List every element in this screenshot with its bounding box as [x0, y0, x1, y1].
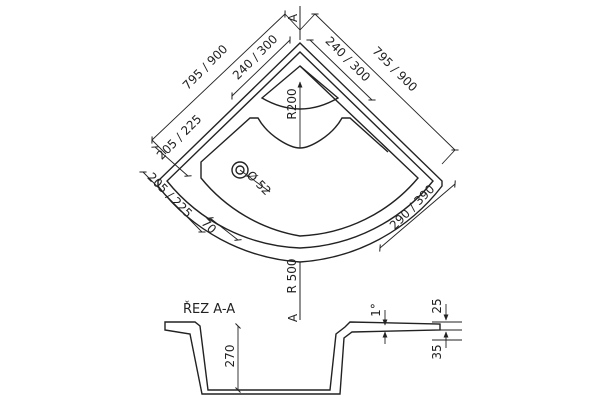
- section-mark-top: A: [286, 13, 300, 22]
- section-title: ŘEZ A-A: [183, 301, 235, 317]
- section-view: [164, 321, 441, 395]
- dim-radius-inner: R200: [285, 88, 299, 119]
- dim-section-lip: 35: [430, 344, 444, 359]
- dim-depth-right: 290 / 390: [387, 182, 438, 233]
- drain-outer-circle: [231, 161, 249, 179]
- dim-side-upper: 205 / 225: [154, 112, 205, 163]
- dim-drain: Ø 52: [244, 168, 274, 198]
- dim-outer-right: 795 / 900: [370, 44, 421, 95]
- dim-section-height: 270: [223, 345, 237, 368]
- dim-radius-outer: R 500: [285, 258, 299, 293]
- dim-outer-left: 795 / 900: [180, 42, 231, 93]
- tray-section-outline: [164, 321, 441, 395]
- dim-inner-left: 240 / 300: [230, 32, 281, 83]
- plan-dimension-lines: [139, 10, 459, 252]
- section-dimension-lines: [235, 304, 462, 393]
- dim-offset: 70: [198, 216, 219, 237]
- drain-inner-circle: [235, 165, 245, 175]
- section-mark-bottom: A: [286, 313, 300, 322]
- dim-section-angle: 1°: [369, 303, 383, 317]
- tray-basin-outline: [200, 65, 419, 237]
- dim-section-rim: 25: [430, 298, 444, 313]
